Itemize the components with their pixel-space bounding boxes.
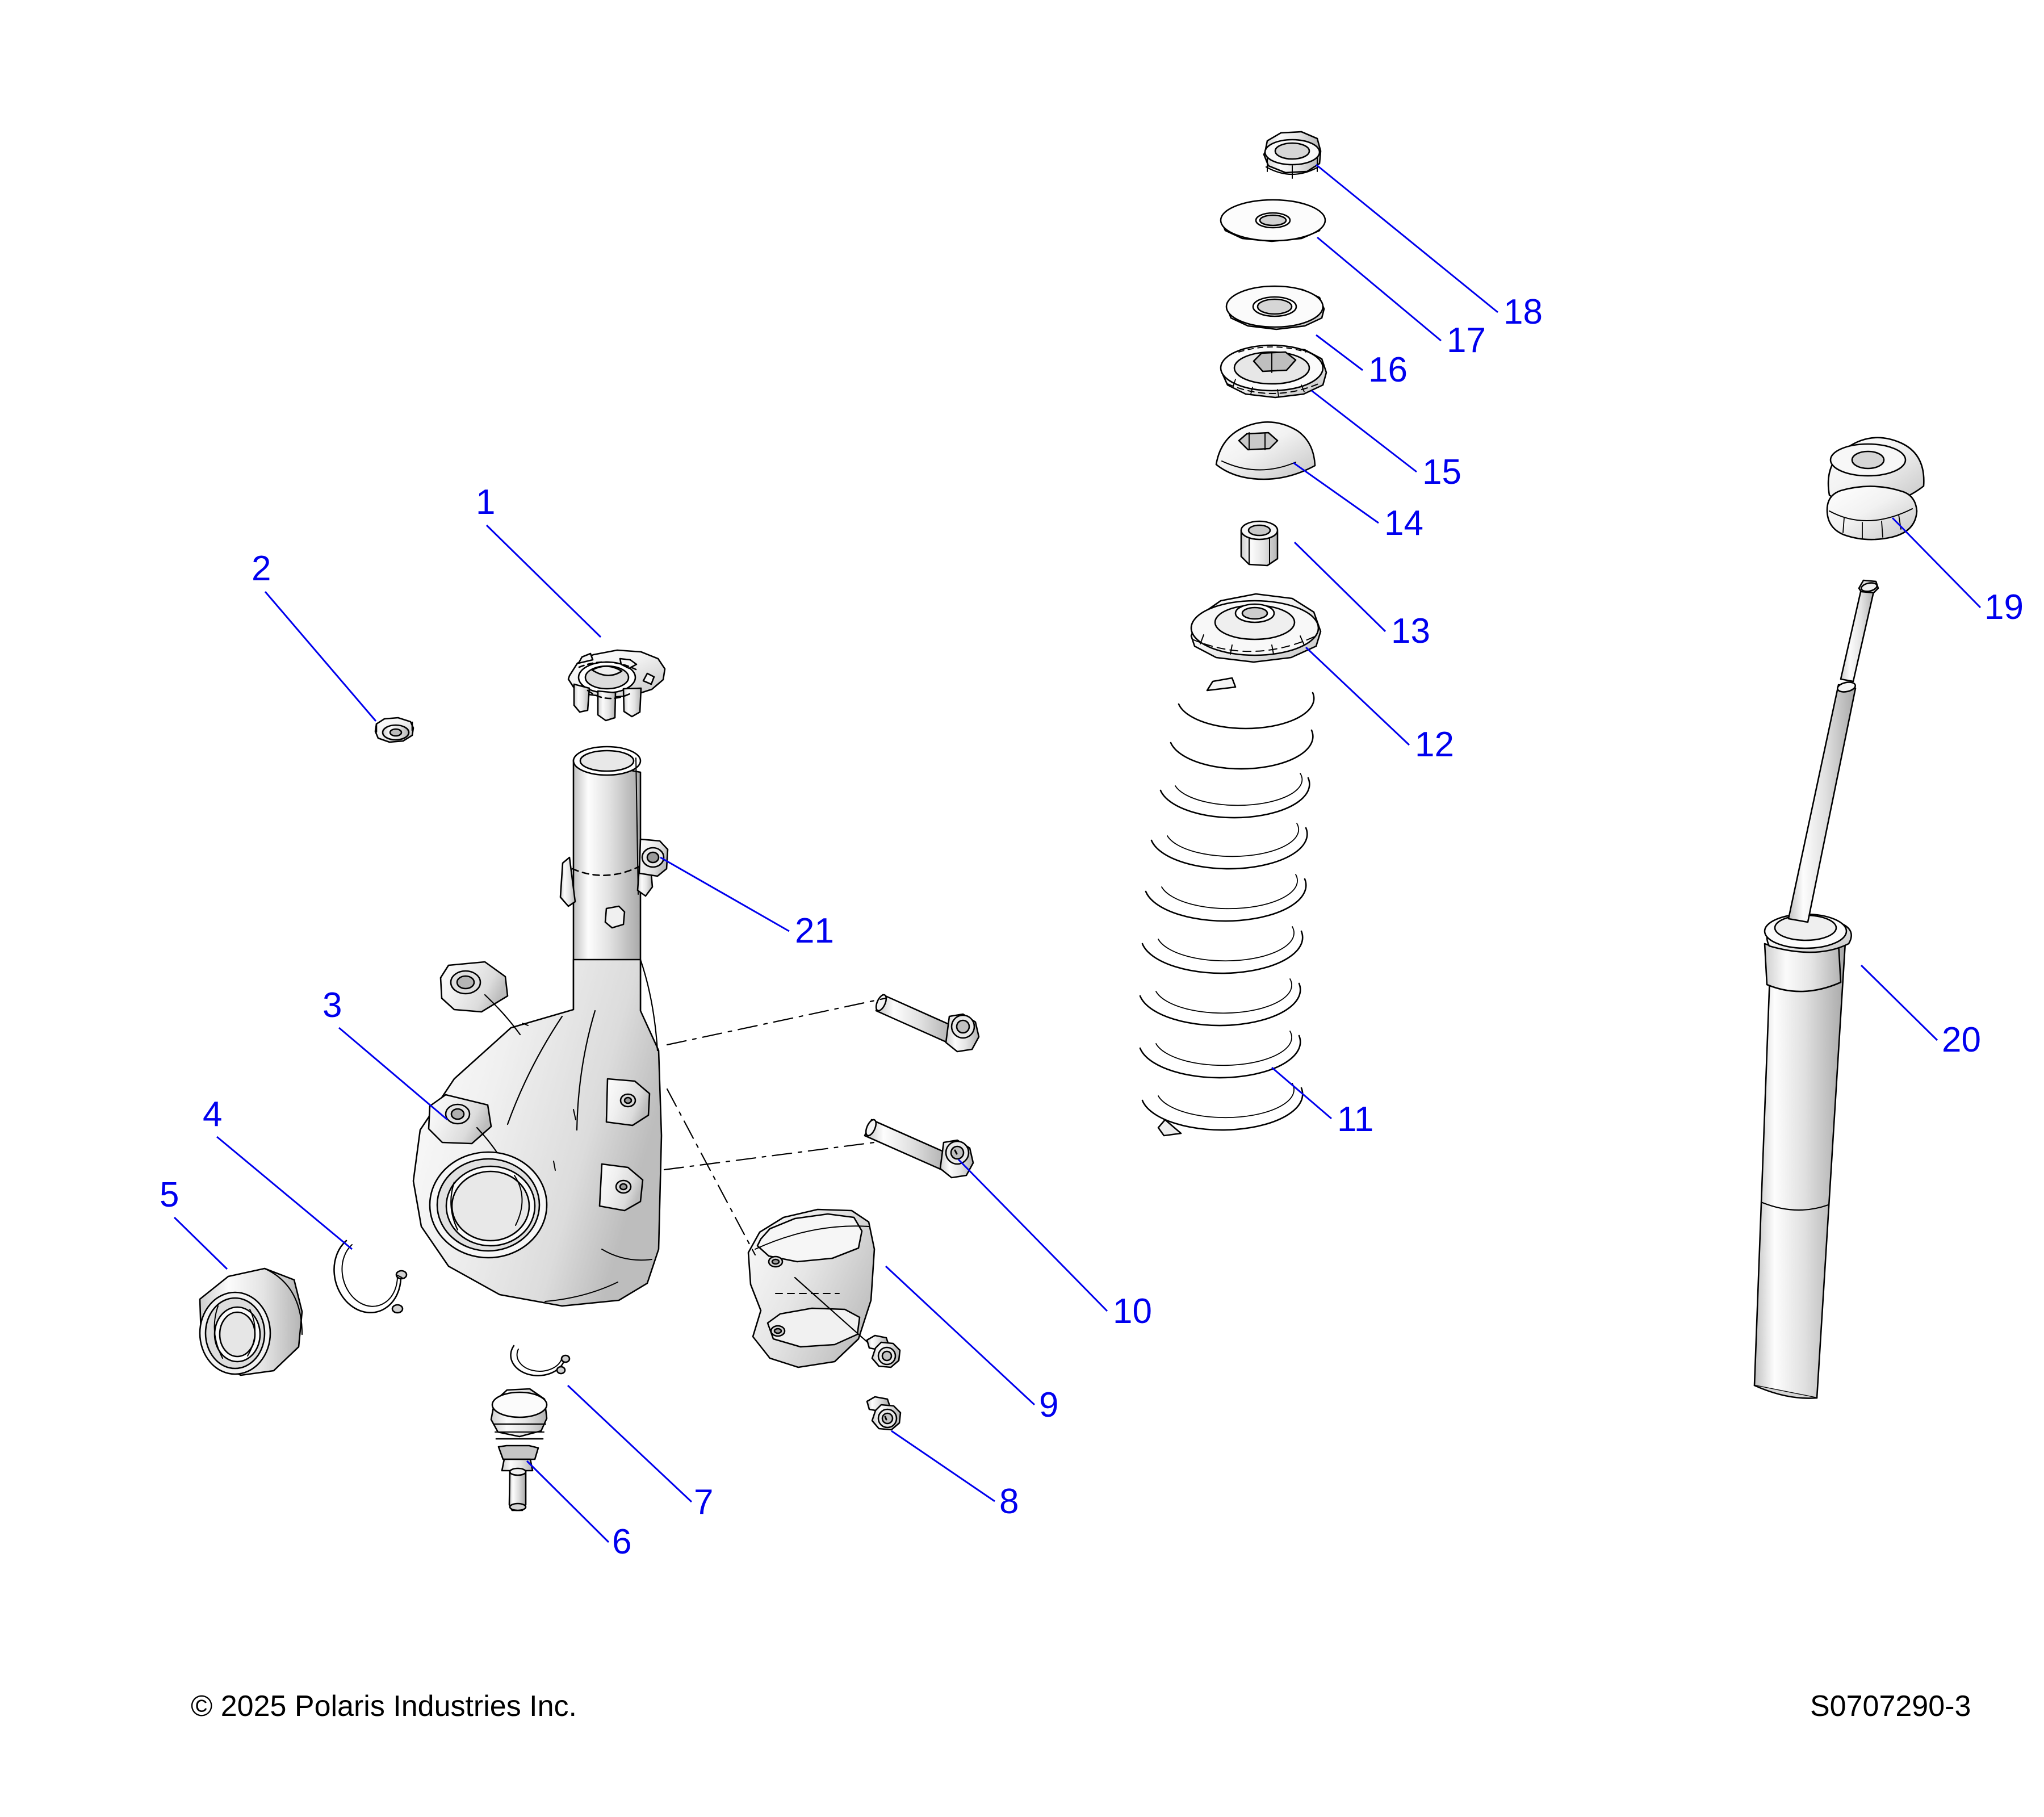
leader-line-15 [1311, 390, 1417, 473]
leader-line-1 [485, 524, 602, 638]
drawing-part-number: S0707290-3 [1810, 1690, 1971, 1723]
part-8-flange-bolt-short [866, 1396, 902, 1431]
leader-line-18 [1316, 164, 1498, 313]
callout-number-8[interactable]: 8 [999, 1482, 1019, 1521]
callout-number-6[interactable]: 6 [612, 1522, 631, 1561]
part-3-steering-knuckle [412, 746, 669, 1307]
callout-number-7[interactable]: 7 [694, 1483, 713, 1522]
callout-number-15[interactable]: 15 [1422, 453, 1461, 492]
part-20-shock-absorber [1753, 579, 1879, 1399]
part-13-hex-nut [1240, 520, 1279, 567]
leader-line-13 [1293, 541, 1387, 633]
leader-line-19 [1891, 517, 1982, 609]
callout-number-4[interactable]: 4 [203, 1095, 222, 1134]
leader-line-2 [264, 591, 377, 722]
callout-number-12[interactable]: 12 [1415, 725, 1454, 764]
part-17-flat-washer-thin [1220, 199, 1326, 242]
part-18-nylock-nut [1263, 131, 1322, 179]
part-14-strut-mount-cap [1215, 421, 1316, 480]
part-21-knuckle-mount-boss [638, 838, 669, 877]
leader-line-14 [1293, 462, 1379, 524]
callout-number-21[interactable]: 21 [795, 911, 834, 951]
leader-line-7 [567, 1384, 693, 1503]
part-15-thrust-bearing [1220, 344, 1327, 399]
leader-line-8 [891, 1430, 995, 1502]
leader-line-21 [660, 856, 790, 932]
part-4-snap-ring-large [333, 1240, 408, 1314]
leader-line-11 [1271, 1066, 1332, 1120]
copyright-notice: © 2025 Polaris Industries Inc. [191, 1690, 577, 1723]
callout-number-19[interactable]: 19 [1984, 588, 2024, 627]
part-16-flat-washer-thick [1225, 285, 1325, 330]
part-1-bearing-retainer-cap [567, 649, 666, 722]
callout-number-11[interactable]: 11 [1337, 1100, 1373, 1139]
flange-bolt-long-upper [875, 994, 980, 1053]
leader-line-16 [1316, 334, 1363, 371]
callout-number-14[interactable]: 14 [1384, 504, 1423, 543]
leader-line-5 [173, 1216, 228, 1270]
part-19-bump-stop [1826, 437, 1925, 541]
part-10-flange-bolt-long [864, 1119, 974, 1179]
leader-line-20 [1860, 964, 1938, 1041]
part-11-coil-spring [1139, 677, 1315, 1137]
callout-number-18[interactable]: 18 [1503, 292, 1543, 332]
part-9-brake-dust-shield [747, 1208, 876, 1368]
callout-number-3[interactable]: 3 [322, 986, 342, 1025]
callout-number-16[interactable]: 16 [1368, 350, 1408, 390]
callout-number-13[interactable]: 13 [1391, 612, 1430, 651]
leader-line-6 [526, 1460, 610, 1543]
callout-number-5[interactable]: 5 [160, 1175, 179, 1215]
part-6-ball-joint [490, 1388, 548, 1512]
leader-line-12 [1305, 646, 1410, 746]
leader-line-9 [885, 1265, 1036, 1406]
callout-number-2[interactable]: 2 [252, 549, 271, 588]
leader-line-10 [957, 1158, 1108, 1312]
callout-number-10[interactable]: 10 [1113, 1292, 1152, 1331]
leader-line-17 [1317, 236, 1442, 342]
part-7-snap-ring-small [510, 1345, 571, 1376]
shield-bolt-unlabeled [794, 1276, 901, 1368]
callout-number-9[interactable]: 9 [1039, 1385, 1058, 1425]
part-2-flange-nut [374, 717, 414, 743]
callout-number-1[interactable]: 1 [476, 483, 495, 522]
callout-number-17[interactable]: 17 [1447, 321, 1486, 360]
part-5-wheel-bearing [199, 1267, 303, 1376]
part-12-spring-seat-upper [1190, 593, 1322, 663]
leader-line-3 [338, 1027, 448, 1121]
callout-number-20[interactable]: 20 [1942, 1020, 1981, 1060]
leader-line-4 [216, 1136, 353, 1250]
leader-lines-group [173, 164, 1982, 1543]
